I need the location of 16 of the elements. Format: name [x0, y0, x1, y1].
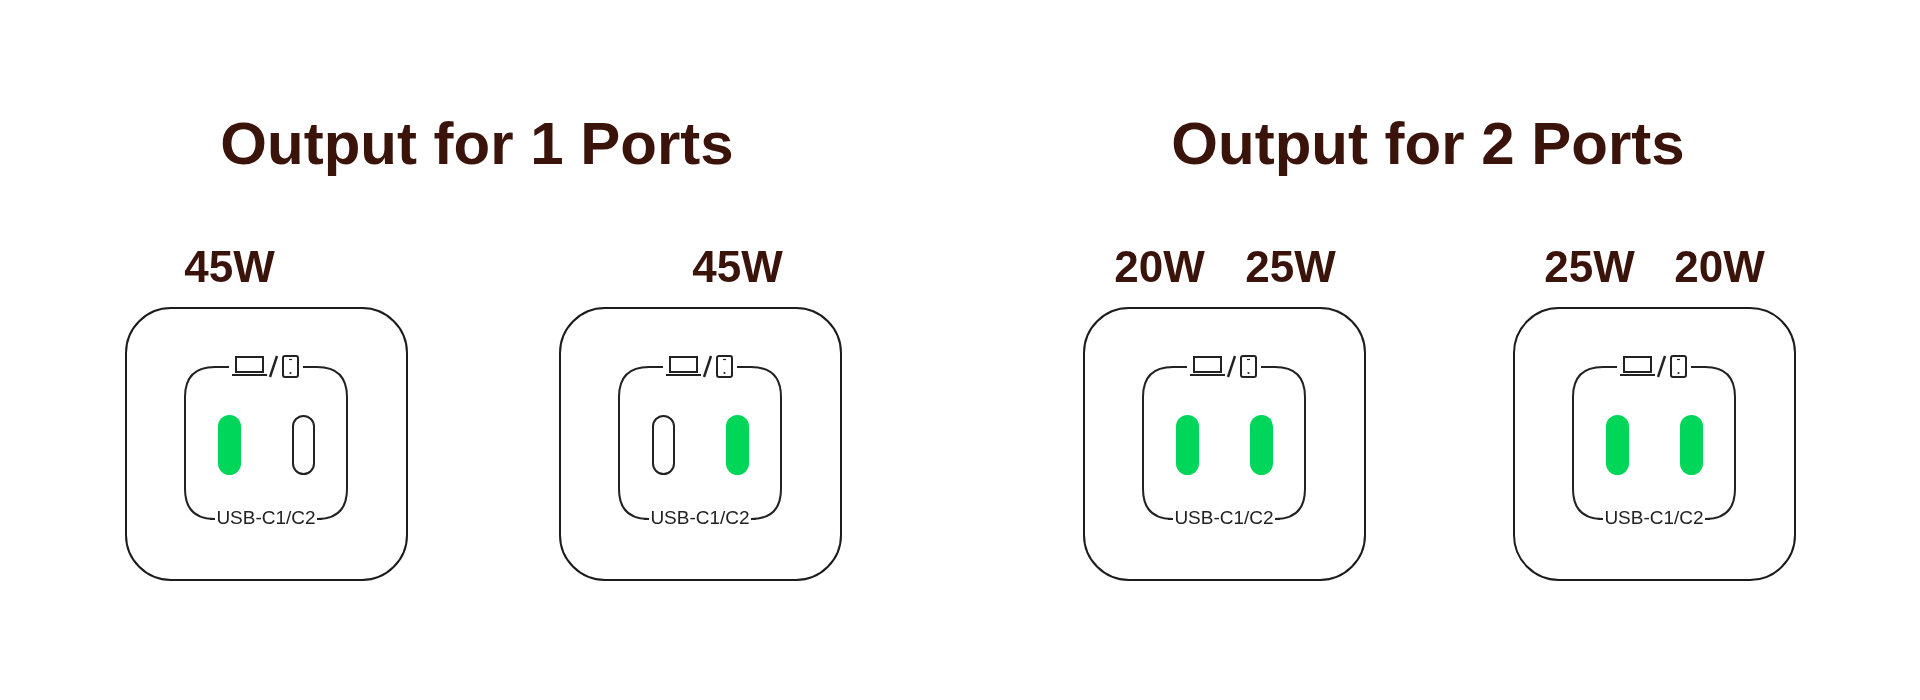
- section-heading: Output for 2 Ports: [1171, 114, 1685, 174]
- wattage-label: 25W: [1245, 245, 1336, 289]
- port-label: USB-C1/C2: [1174, 508, 1274, 528]
- charger-face: [125, 307, 408, 581]
- section-heading: Output for 1 Ports: [220, 114, 734, 174]
- wattage-label: 25W: [1544, 245, 1635, 289]
- wattage-label: 20W: [1114, 245, 1205, 289]
- charger-face: [559, 307, 842, 581]
- charger-face: [1083, 307, 1366, 581]
- port-label: USB-C1/C2: [216, 508, 316, 528]
- wattage-label: 45W: [184, 245, 275, 289]
- charger-face: [1513, 307, 1796, 581]
- wattage-label: 45W: [692, 245, 783, 289]
- wattage-label: 20W: [1674, 245, 1765, 289]
- port-label: USB-C1/C2: [650, 508, 750, 528]
- port-label: USB-C1/C2: [1604, 508, 1704, 528]
